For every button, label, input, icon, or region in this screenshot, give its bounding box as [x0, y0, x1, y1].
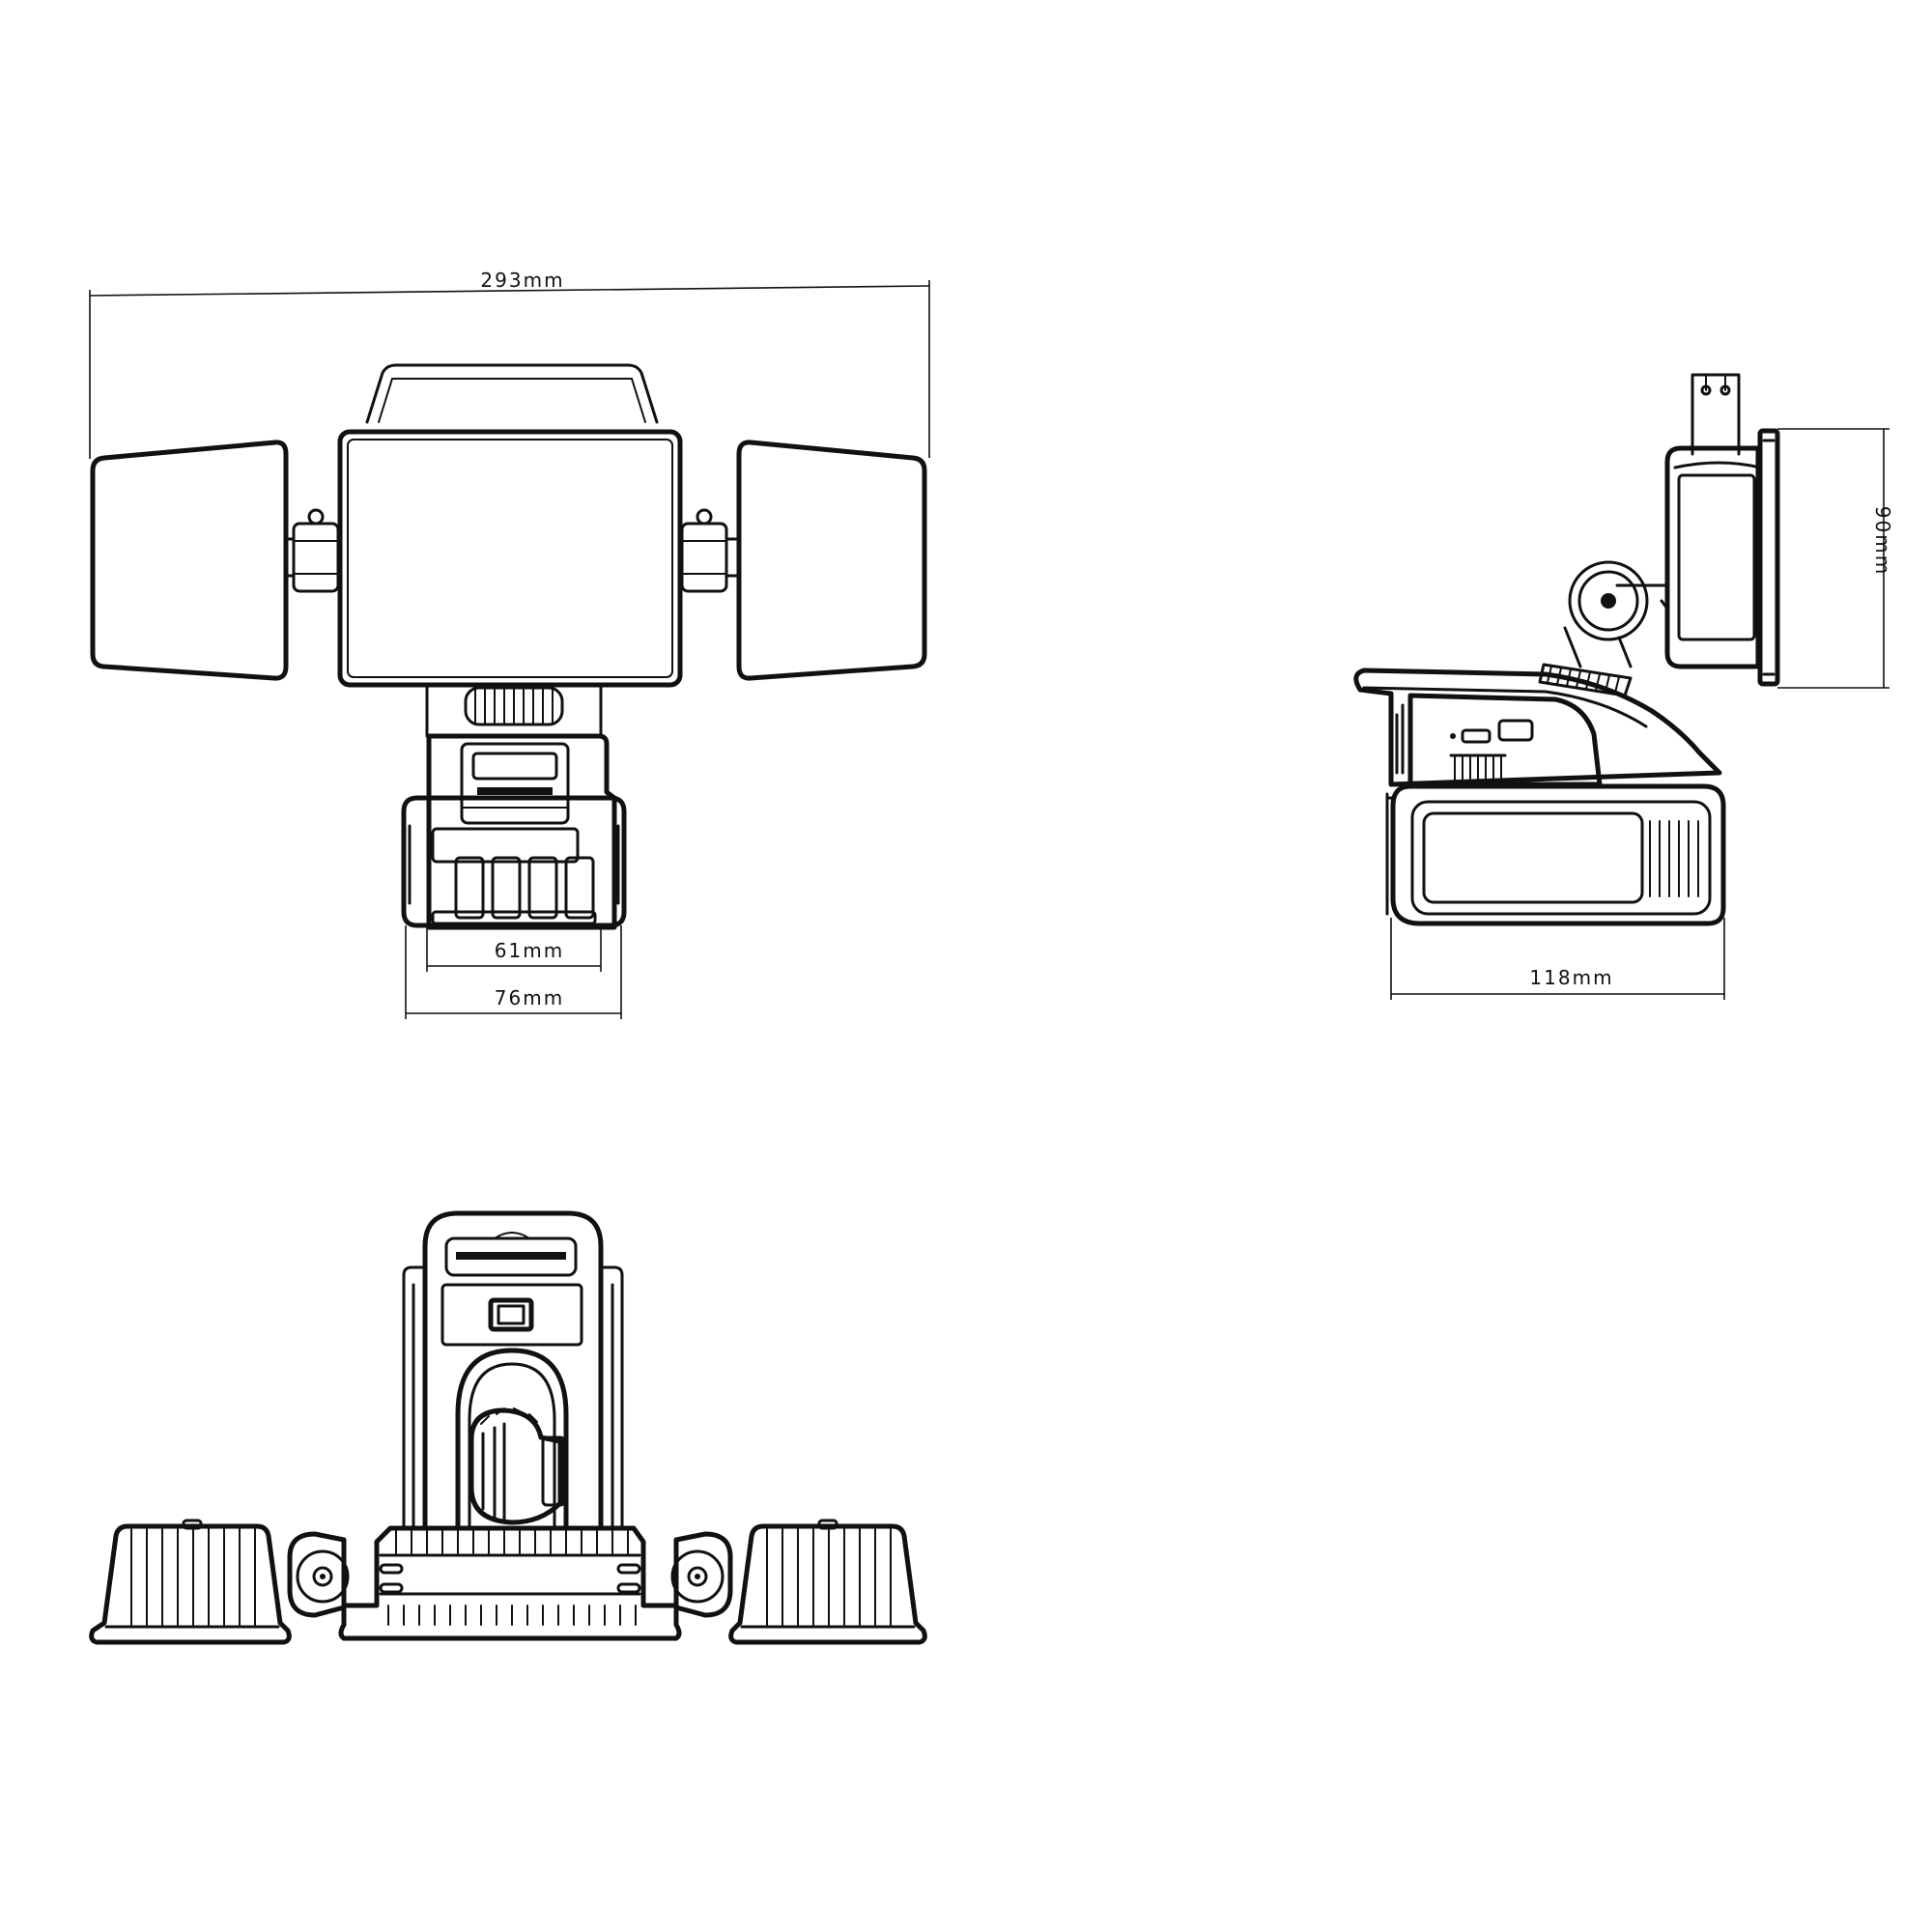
- dimension-housing-width: 61mm: [426, 925, 602, 972]
- base-width-label: 76mm: [495, 986, 564, 1009]
- top-right-lamp: [728, 1519, 927, 1645]
- top-swivel-knob: [469, 1407, 566, 1525]
- dimension-base-width: 76mm: [405, 925, 622, 1019]
- head-height-label: 90mm: [1871, 506, 1894, 576]
- front-battery-base: [401, 795, 627, 928]
- front-port-window: [460, 742, 570, 825]
- top-switch-panel: [440, 1283, 583, 1347]
- top-center-fins: [387, 1529, 637, 1626]
- side-lamp-head: [1664, 445, 1761, 669]
- front-neck: [425, 683, 603, 738]
- overall-width-label: 293mm: [480, 269, 564, 292]
- side-battery-vents: [1649, 820, 1699, 897]
- dimension-overall-width: 293mm: [89, 269, 930, 459]
- depth-label: 118mm: [1529, 966, 1613, 989]
- side-label-window: [1422, 811, 1644, 904]
- front-view: [90, 363, 927, 930]
- side-handle-stub: [1690, 373, 1741, 456]
- side-grip-ribs: [1449, 753, 1507, 785]
- front-center-lamp-head: [337, 429, 683, 688]
- top-view: [89, 1210, 927, 1645]
- housing-width-label: 61mm: [495, 939, 564, 962]
- side-view: [1353, 373, 1780, 926]
- top-left-joint: [287, 1531, 350, 1618]
- dimension-head-height: 90mm: [1777, 428, 1894, 689]
- top-adapter-housing: [422, 1210, 604, 1526]
- front-right-lamp-head: [736, 440, 927, 681]
- front-left-hinge: [284, 508, 340, 593]
- top-center-lamp-base: [338, 1525, 682, 1641]
- front-adapter-body: [426, 733, 617, 930]
- dimension-depth: 118mm: [1390, 918, 1725, 1000]
- front-right-hinge: [680, 508, 741, 593]
- front-handle: [365, 363, 659, 424]
- side-adapter-top: [1353, 668, 1722, 787]
- front-left-lamp-head: [90, 440, 289, 681]
- power-switch[interactable]: [488, 1297, 534, 1332]
- top-right-joint: [670, 1531, 733, 1618]
- top-left-lamp: [89, 1519, 292, 1645]
- front-vent-slots: [454, 856, 595, 920]
- side-adapter-body: [1407, 693, 1603, 787]
